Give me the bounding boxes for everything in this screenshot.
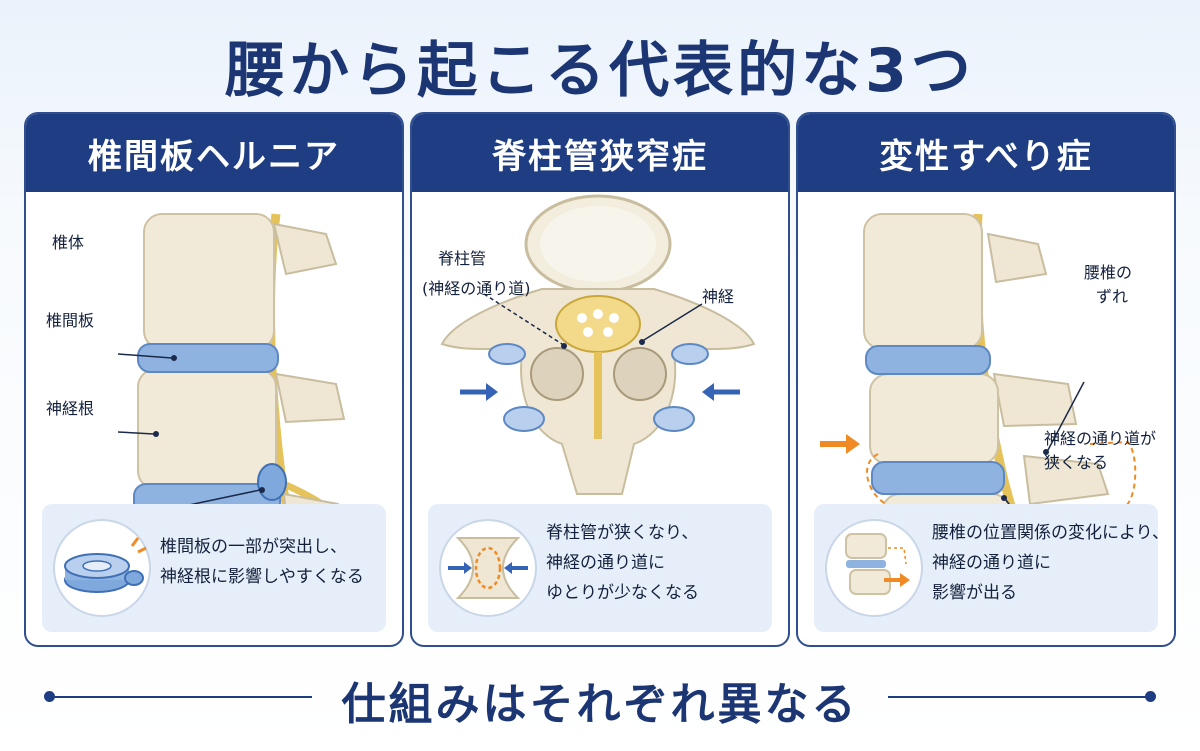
label-nerve: 神経 — [702, 287, 735, 306]
note-text: 腰椎の位置関係の変化により、 神経の通り道に 影響が出る — [932, 518, 1169, 608]
label-disc: 椎間板 — [46, 311, 95, 330]
label-canal-narrowing-sub: 狭くなる — [1044, 453, 1109, 472]
note-line: ゆとりが少なくなる — [546, 583, 699, 603]
footer: 仕組みはそれぞれ異なる — [0, 668, 1200, 730]
label-spinal-canal: 脊柱管 — [438, 249, 487, 268]
divider-dot — [1145, 691, 1156, 702]
note-box: 椎間板の一部が突出し、 神経根に影響しやすくなる — [42, 504, 386, 632]
card-heading: 脊柱管狭窄症 — [412, 114, 788, 192]
note-line: 脊柱管が狭くなり、 — [546, 523, 699, 543]
label-vertebral-body: 椎体 — [52, 233, 85, 252]
label-spinal-canal-sub: (神経の通り道) — [422, 279, 531, 298]
card-degenerative-spondylolisthesis: 変性すべり症 腰椎の ずれ 神経の通り道が 狭くなる — [796, 112, 1176, 647]
note-line: 神経の通り道に — [932, 553, 1051, 573]
note-line: 神経の通り道に — [546, 553, 665, 573]
label-slip-sub: ずれ — [1096, 287, 1129, 306]
vertebra-top-illustration — [440, 194, 756, 495]
narrowed-canal-icon — [439, 519, 537, 617]
card-herniated-disc: 椎間板ヘルニア 椎体 椎間板 神経根 — [24, 112, 404, 647]
divider-line-left — [50, 696, 312, 698]
label-canal-narrowing: 神経の通り道が — [1044, 429, 1157, 448]
note-line: 腰椎の位置関係の変化により、 — [932, 523, 1169, 543]
note-line: 椎間板の一部が突出し、 — [160, 537, 347, 557]
label-slip: 腰椎の — [1084, 263, 1133, 282]
label-nerve-root: 神経根 — [46, 399, 95, 418]
slipped-vertebra-icon — [825, 519, 923, 617]
note-box: 脊柱管が狭くなり、 神経の通り道に ゆとりが少なくなる — [428, 504, 772, 632]
page-title: 腰から起こる代表的な3つ — [225, 36, 975, 106]
note-text: 椎間板の一部が突出し、 神経根に影響しやすくなる — [160, 532, 386, 592]
footer-caption: 仕組みはそれぞれ異なる — [341, 679, 859, 730]
card-spinal-stenosis: 脊柱管狭窄症 脊柱管 (神経の通り道) 神経 — [410, 112, 790, 647]
card-heading: 変性すべり症 — [798, 114, 1174, 192]
card-heading: 椎間板ヘルニア — [26, 114, 402, 192]
divider-line-right — [888, 696, 1150, 698]
herniated-disc-icon — [53, 519, 151, 617]
note-line: 影響が出る — [932, 583, 1017, 603]
note-line: 神経根に影響しやすくなる — [160, 567, 364, 587]
note-box: 腰椎の位置関係の変化により、 神経の通り道に 影響が出る — [814, 504, 1169, 632]
note-text: 脊柱管が狭くなり、 神経の通り道に ゆとりが少なくなる — [546, 518, 772, 608]
divider-dot — [44, 691, 55, 702]
